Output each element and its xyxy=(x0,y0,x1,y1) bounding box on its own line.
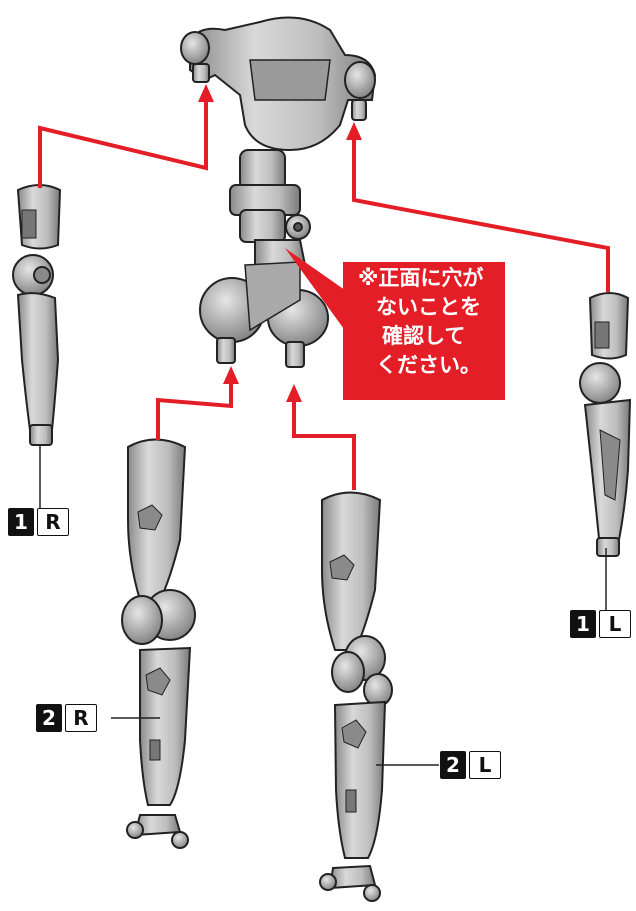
part-side: R xyxy=(65,704,97,732)
callout-line-2: ないことを xyxy=(376,295,481,319)
callout-text: ※正面に穴が ないことを 確認して ください。 xyxy=(352,264,510,380)
part-number: 2 xyxy=(36,704,62,732)
part-1l xyxy=(579,292,632,557)
arrow-1l-to-shoulder xyxy=(352,138,610,292)
part-side: L xyxy=(599,610,631,638)
part-2l xyxy=(319,491,393,902)
callout-line-3: 確認して xyxy=(382,324,466,348)
part-number: 2 xyxy=(440,751,466,779)
leader-lines xyxy=(39,445,607,766)
callout-pointer xyxy=(285,248,352,340)
label-2l: 2 L xyxy=(440,751,501,779)
label-2r: 2 R xyxy=(36,704,97,732)
callout-line-1: ※正面に穴が xyxy=(358,266,484,290)
callout-line-4: ください。 xyxy=(376,353,481,377)
arrow-2r-to-hip xyxy=(156,382,233,440)
part-number: 1 xyxy=(8,508,34,536)
assembly-arrows xyxy=(38,100,610,490)
part-side: L xyxy=(469,751,501,779)
part-side: R xyxy=(37,508,69,536)
part-2r xyxy=(121,438,196,849)
arrow-1r-to-shoulder xyxy=(38,100,208,188)
callout-box xyxy=(285,248,505,400)
label-1l: 1 L xyxy=(570,610,631,638)
arrowhead-icon xyxy=(286,384,302,402)
arrowhead-icon xyxy=(223,366,239,384)
arrowhead-icon xyxy=(198,84,214,102)
arrowhead-icon xyxy=(346,122,362,140)
part-number: 1 xyxy=(570,610,596,638)
arrow-2l-to-hip xyxy=(292,400,356,490)
label-1r: 1 R xyxy=(8,508,69,536)
torso-part xyxy=(180,16,377,368)
arrow-heads xyxy=(198,84,362,402)
part-1r xyxy=(12,184,62,446)
